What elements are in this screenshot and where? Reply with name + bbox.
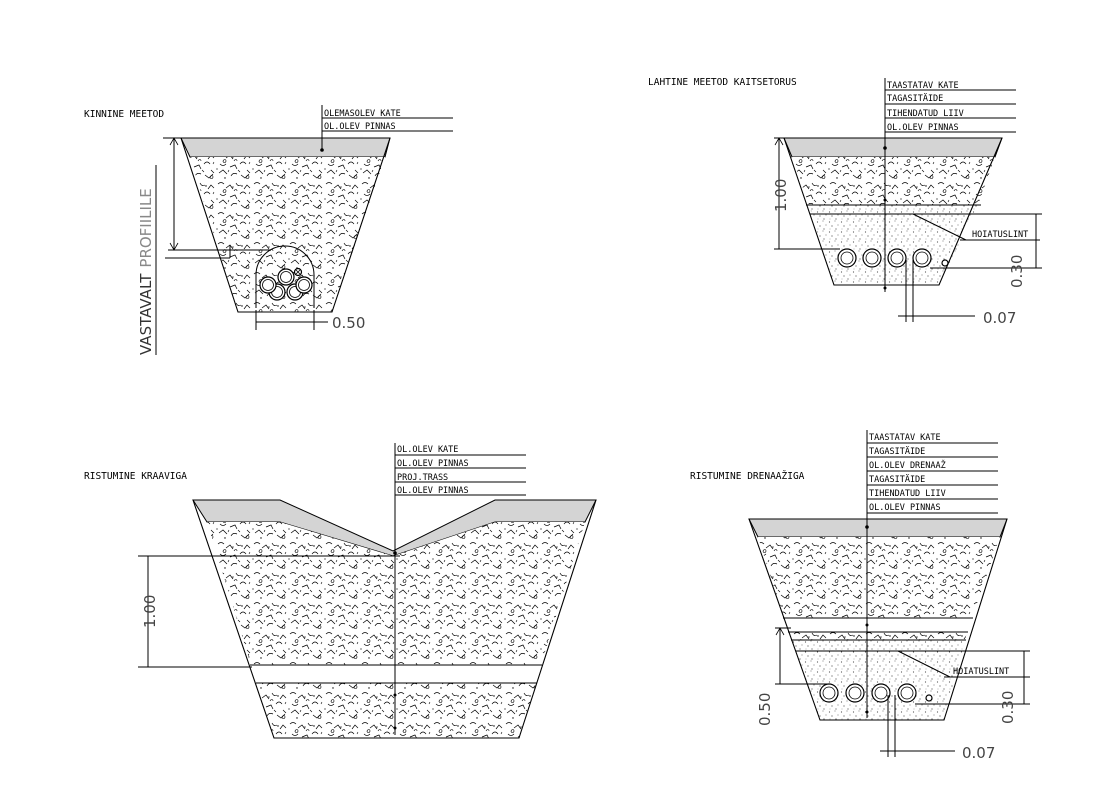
warning-tape-label: HOIATUSLINT — [953, 667, 1009, 677]
label-ol-olev-pinnas-2: OL.OLEV PINNAS — [397, 486, 469, 496]
dim-0-07: 0.07 — [983, 309, 1016, 327]
soil-fill-upper — [207, 522, 585, 665]
label-tihendatud-liiv: TIHENDATUD LIIV — [887, 109, 964, 119]
label-proj-trass: PROJ.TRASS — [397, 473, 448, 483]
label-ol-olev-pinnas: OL.OLEV PINNAS — [324, 122, 396, 132]
protective-pipes — [837, 248, 949, 268]
dim-0-30: 0.30 — [999, 691, 1017, 724]
compacted-sand-layer — [809, 205, 978, 285]
detail-1-title: KINNINE MEETOD — [84, 109, 164, 120]
svg-text:VASTAVALTPROFIILILE: VASTAVALTPROFIILILE — [137, 188, 155, 355]
pipe-bundle — [259, 267, 313, 301]
compacted-sand-layer — [792, 640, 965, 720]
label-ol-olev-pinnas: OL.OLEV PINNAS — [869, 503, 941, 513]
bore-tunnel — [255, 245, 315, 308]
existing-surface-layer — [180, 137, 391, 158]
detail-2-title: LAHTINE MEETOD KAITSETORUS — [648, 77, 797, 88]
trench-outline — [748, 518, 1008, 721]
dim-1-00: 1.00 — [772, 179, 790, 212]
side-label-profile: VASTAVALTPROFIILILE — [137, 188, 155, 355]
detail-lahtine-meetod: LAHTINE MEETOD KAITSETORUS TAASTATAV KAT… — [648, 77, 1042, 327]
restored-surface-layer — [783, 137, 1003, 158]
restored-surface-layer — [748, 518, 1008, 538]
dim-0-50: 0.50 — [756, 693, 774, 726]
dim-0-30: 0.30 — [1008, 255, 1026, 288]
label-ol-olev-pinnas-1: OL.OLEV PINNAS — [397, 459, 469, 469]
trench-outline — [783, 137, 1003, 286]
detail-kinnine-meetod: KINNINE MEETOD OLEMASOLEV KATE OL.OLEV P… — [84, 105, 453, 355]
label-taastatav-kate: TAASTATAV KATE — [887, 81, 959, 91]
label-tagasitaide-2: TAGASITÄIDE — [869, 474, 925, 485]
backfill-layer — [792, 157, 995, 205]
backfill-lower — [789, 632, 967, 640]
dim-0-50: 0.50 — [332, 314, 365, 332]
dim-1-00: 1.00 — [141, 595, 159, 628]
soil-fill — [190, 157, 385, 312]
detail-ristumine-kraaviga: RISTUMINE KRAAVIGA OL.OLEV KATE OL.OLEV … — [84, 443, 597, 739]
label-ol-olev-kate: OL.OLEV KATE — [397, 445, 458, 455]
label-ol-olev-drenaaz: OL.OLEV DRENAAŽ — [869, 459, 946, 471]
protective-pipes — [819, 683, 933, 703]
detail-4-title: RISTUMINE DRENAAŽIGA — [690, 470, 805, 482]
label-taastatav-kate: TAASTATAV KATE — [869, 433, 941, 443]
soil-fill-lower — [257, 683, 536, 738]
warning-tape-label: HOIATUSLINT — [972, 230, 1028, 240]
label-olemasolev-kate: OLEMASOLEV KATE — [324, 109, 401, 119]
trench-outline — [180, 137, 391, 313]
label-tihendatud-liiv: TIHENDATUD LIIV — [869, 489, 946, 499]
label-ol-olev-pinnas: OL.OLEV PINNAS — [887, 123, 959, 133]
backfill-upper — [758, 537, 1000, 618]
dim-0-07: 0.07 — [962, 744, 995, 762]
detail-ristumine-drenaaziga: RISTUMINE DRENAAŽIGA TAASTATAV KATE T — [690, 430, 1030, 762]
detail-3-title: RISTUMINE KRAAVIGA — [84, 471, 187, 482]
label-tagasitaide: TAGASITÄIDE — [887, 93, 943, 104]
label-tagasitaide-1: TAGASITÄIDE — [869, 446, 925, 457]
existing-drainage-layer — [784, 618, 972, 632]
trench-outline — [192, 499, 597, 739]
